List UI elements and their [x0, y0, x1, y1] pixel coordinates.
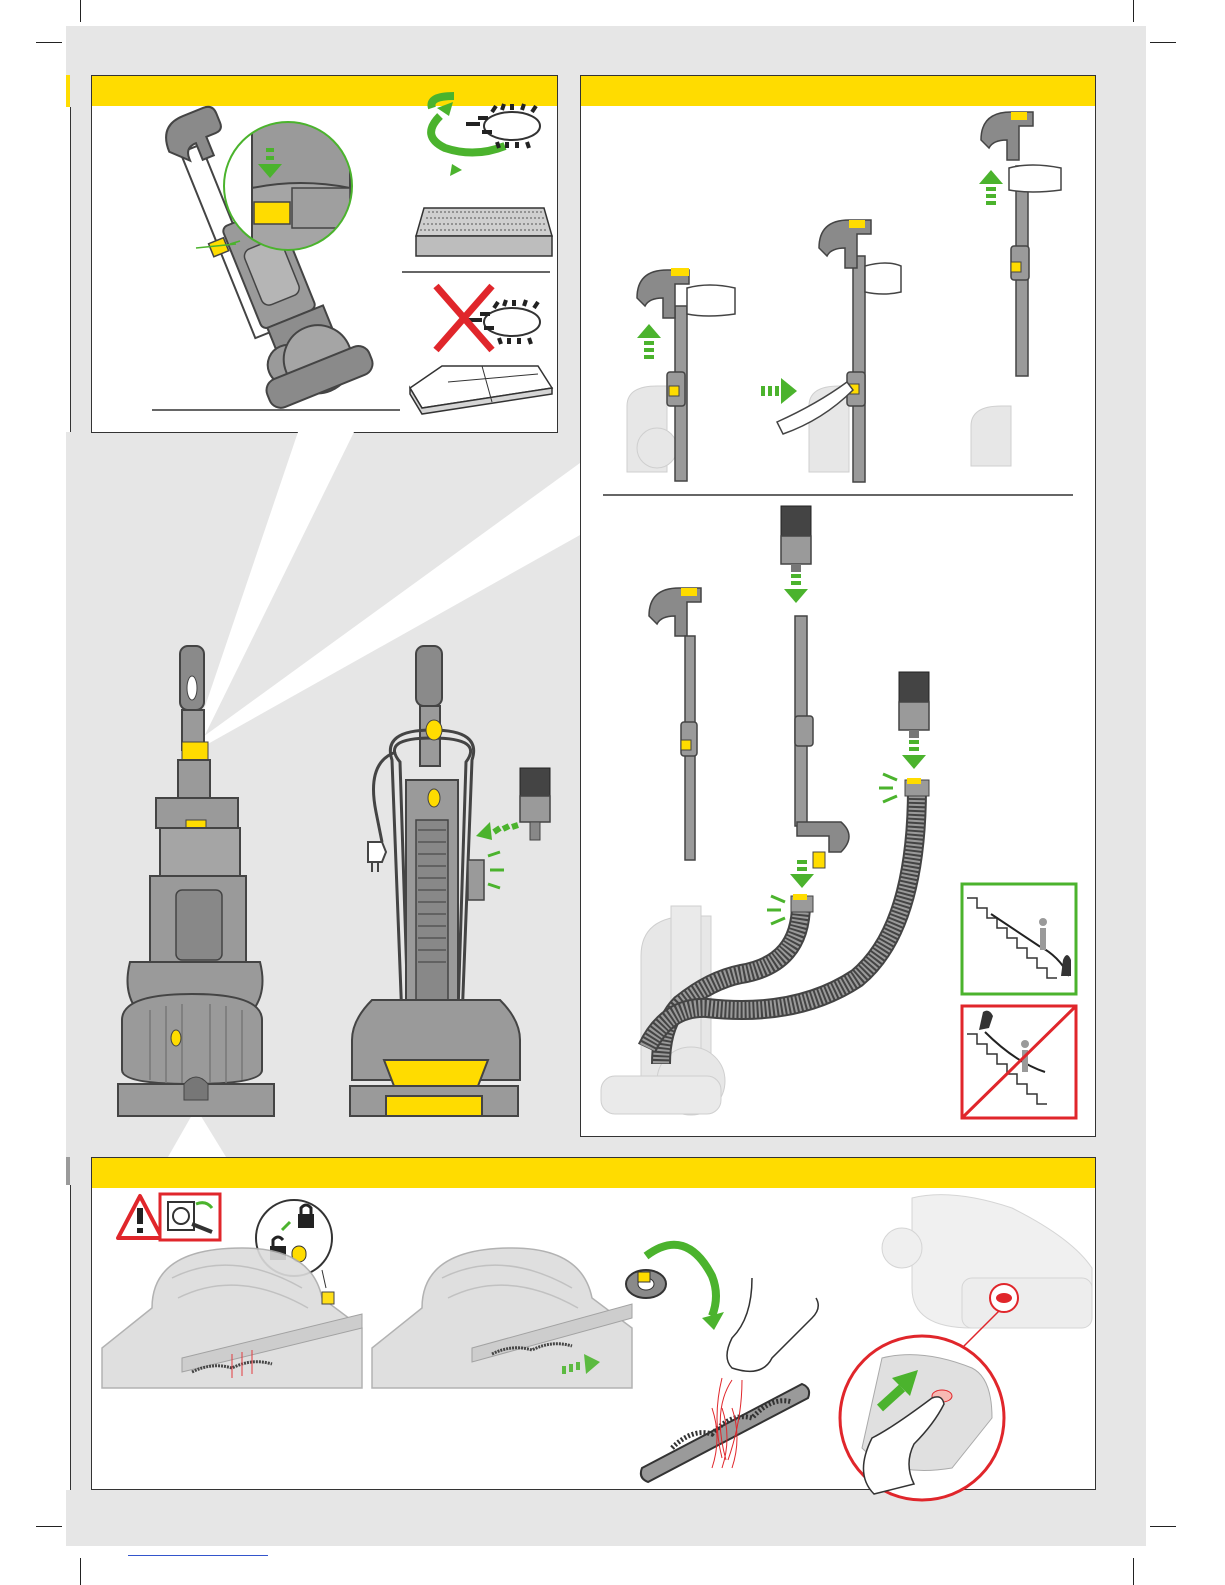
warning-triangle-icon	[118, 1196, 162, 1238]
footer-link-underline	[128, 1555, 268, 1556]
brushbar-clearing-panel	[91, 1157, 1096, 1490]
brushbar-illustration	[92, 1158, 1097, 1491]
end-cap	[626, 1270, 666, 1298]
stair-tool	[520, 768, 550, 840]
unplug-icon	[160, 1194, 220, 1240]
brushbar	[641, 1278, 818, 1482]
cleaner-head-open	[372, 1248, 632, 1388]
faded-vacuum	[882, 1195, 1092, 1328]
cleaner-head-locked	[102, 1248, 362, 1388]
